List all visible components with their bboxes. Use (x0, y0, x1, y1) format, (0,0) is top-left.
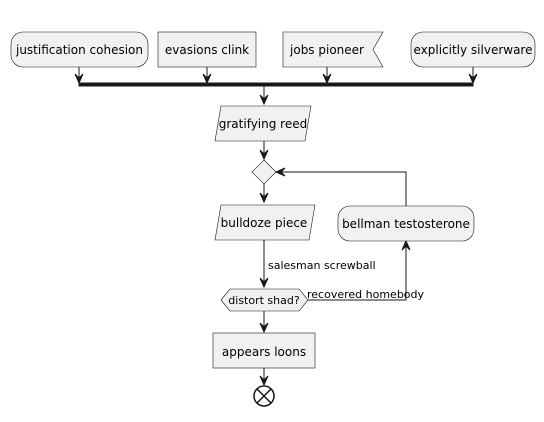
node-appears-loons: appears loons (212, 332, 316, 369)
node-label: bellman testosterone (342, 217, 470, 231)
yes-branch-label: salesman screwball (268, 259, 376, 272)
node-label: explicitly silverware (413, 43, 532, 57)
node-label: bulldoze piece (221, 216, 308, 230)
node-justification-cohesion: justification cohesion (10, 31, 149, 68)
node-label: jobs pioneer (289, 43, 364, 57)
merge-diamond (251, 159, 277, 185)
node-gratifying-reed: gratifying reed (214, 105, 312, 142)
edge-decision-to-back-node (308, 245, 407, 301)
node-label: evasions clink (165, 43, 249, 57)
node-label: appears loons (222, 345, 306, 359)
decision-label: distort shad? (228, 294, 300, 307)
node-label: justification cohesion (15, 43, 143, 57)
node-explicitly-silverware: explicitly silverware (410, 31, 536, 68)
no-branch-label: recovered homebody (307, 288, 425, 301)
end-circle-x-icon (253, 385, 275, 407)
node-label: gratifying reed (219, 117, 307, 131)
edges-to-join (74, 67, 478, 85)
decision-distort-shad: distort shad? (220, 288, 309, 312)
node-jobs-pioneer: jobs pioneer (282, 31, 384, 68)
node-evasions-clink: evasions clink (157, 31, 257, 68)
node-bellman-testosterone: bellman testosterone (337, 205, 475, 242)
node-bulldoze-piece: bulldoze piece (214, 204, 316, 241)
edge-back-node-to-merge (280, 171, 407, 206)
join-bar (78, 82, 474, 87)
